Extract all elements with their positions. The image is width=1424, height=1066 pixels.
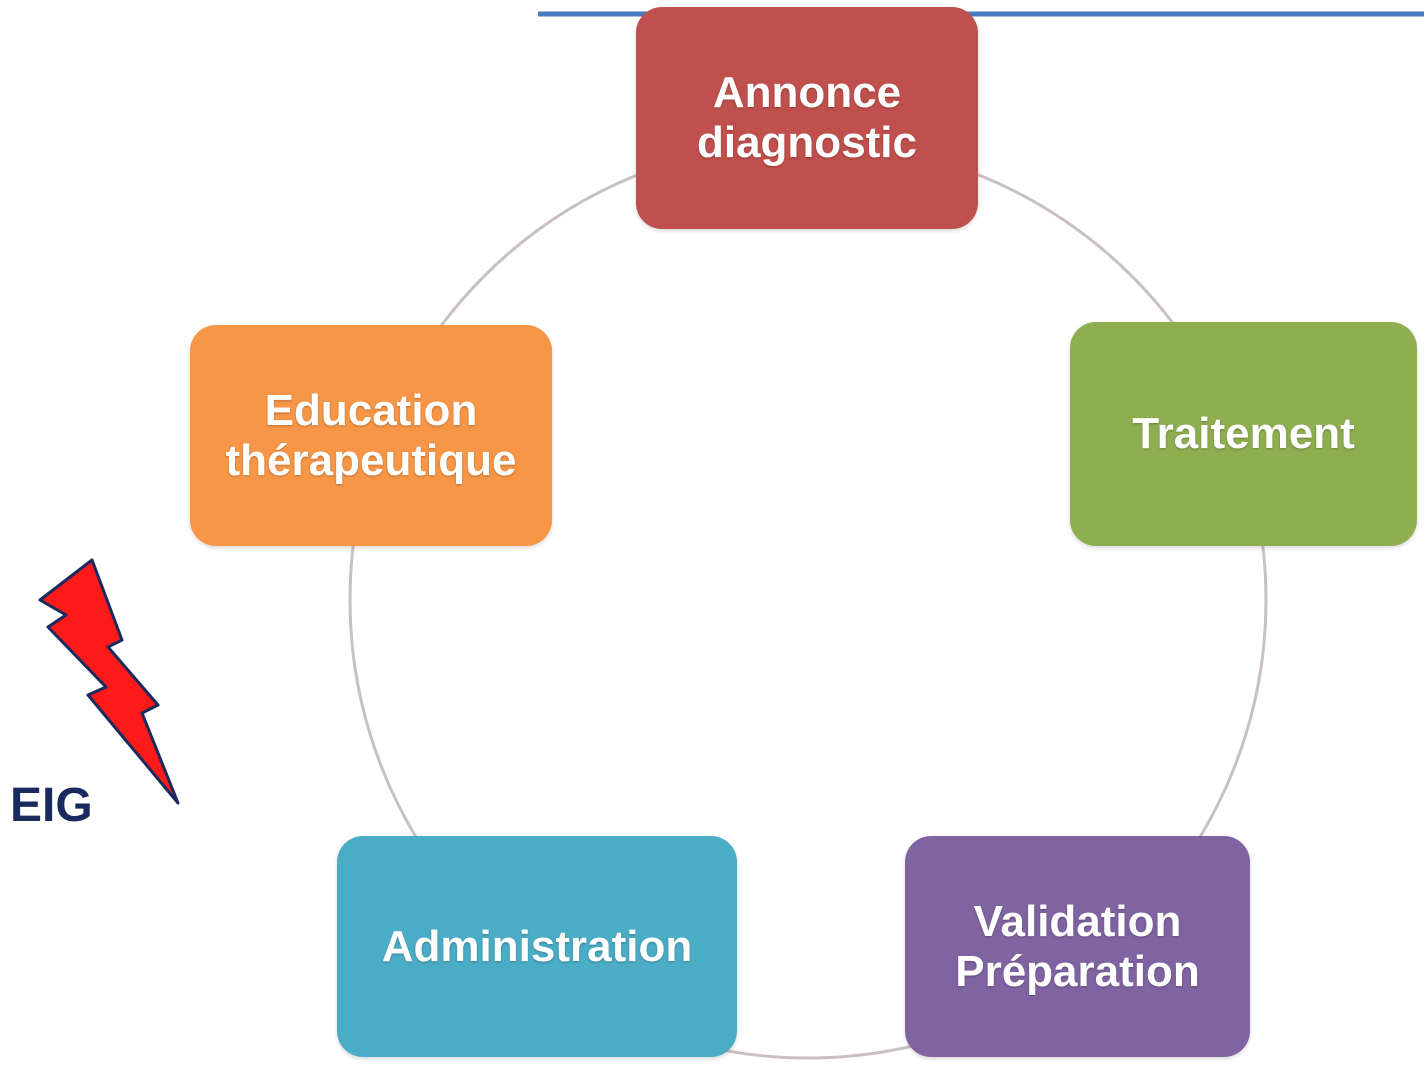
node-education-therapeutique: Education thérapeutique: [190, 325, 552, 546]
node-annonce-diagnostic-label: Annonce diagnostic: [696, 68, 918, 167]
node-traitement: Traitement: [1070, 322, 1417, 546]
eig-label: EIG: [10, 779, 93, 832]
node-administration-label: Administration: [381, 921, 693, 971]
node-administration: Administration: [337, 836, 737, 1057]
node-traitement-label: Traitement: [1132, 409, 1355, 458]
node-validation-preparation: Validation Préparation: [905, 836, 1250, 1057]
node-validation-preparation-label: Validation Préparation: [955, 896, 1200, 996]
node-education-therapeutique-label: Education thérapeutique: [225, 385, 517, 485]
node-annonce-diagnostic: Annonce diagnostic: [636, 7, 978, 229]
lightning-bolt-icon: [38, 558, 180, 805]
